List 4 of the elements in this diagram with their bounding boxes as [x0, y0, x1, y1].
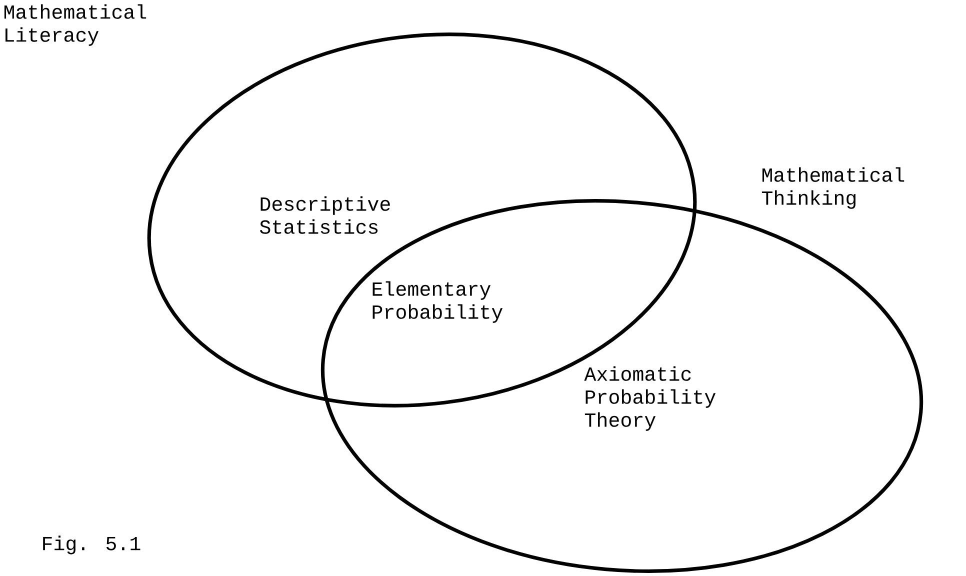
region-label: Elementary Probability	[372, 281, 503, 323]
node-label: Mathematical Literacy	[4, 4, 146, 46]
figure-caption: Fig. 5.1	[43, 536, 140, 554]
node-label: Mathematical	[762, 167, 904, 182]
